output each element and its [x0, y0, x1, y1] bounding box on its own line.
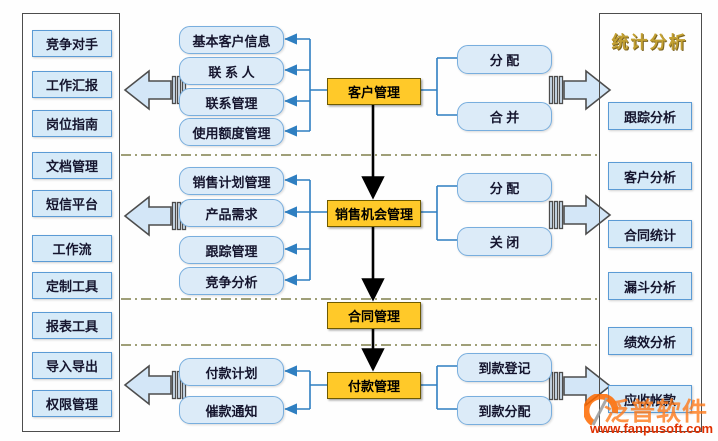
payment-left-connectors	[284, 365, 327, 415]
customer-right-connectors	[419, 57, 457, 116]
left-panel-item: 文档管理	[32, 152, 112, 179]
right-panel-item: 客户分析	[608, 162, 692, 190]
sales-sub-box: 跟踪管理	[179, 236, 284, 264]
customer-sub-box: 使用额度管理	[179, 118, 284, 146]
sales-right-connectors	[419, 185, 457, 241]
sales-sub-box: 产品需求	[179, 199, 284, 227]
watermark: 泛普软件 www.fanpusoft.com	[584, 392, 718, 440]
right-panel-item: 漏斗分析	[608, 272, 692, 300]
right-panel-item: 绩效分析	[608, 327, 692, 355]
watermark-brand: 泛普软件	[604, 398, 709, 426]
payment-sub-box: 催款通知	[179, 396, 284, 424]
right-panel-item: 跟踪分析	[608, 102, 692, 130]
flow-node-customer: 客户管理	[327, 78, 421, 105]
left-panel-item: 短信平台	[32, 190, 112, 217]
sales-sub-box: 竞争分析	[179, 267, 284, 295]
customer-action-box: 分 配	[457, 45, 552, 74]
flow-node-payment: 付款管理	[327, 372, 421, 399]
sales-left-connectors	[284, 174, 327, 286]
watermark-url: www.fanpusoft.com	[590, 421, 714, 436]
block-arrow-left-icon	[124, 196, 187, 236]
sales-action-box: 分 配	[457, 173, 552, 202]
watermark-logo-icon	[584, 394, 618, 426]
block-arrow-left-icon	[124, 70, 187, 110]
payment-right-connectors	[419, 365, 457, 410]
customer-action-box: 合 并	[457, 102, 552, 131]
customer-sub-box: 联系管理	[179, 88, 284, 116]
payment-sub-box: 付款计划	[179, 358, 284, 386]
flow-node-contract: 合同管理	[327, 302, 421, 329]
right-panel-item: 合同统计	[608, 220, 692, 248]
flow-node-sales: 销售机会管理	[327, 200, 421, 227]
customer-left-connectors	[284, 33, 327, 137]
left-panel-item: 报表工具	[32, 312, 112, 339]
left-panel-item: 竞争对手	[32, 30, 112, 57]
sales-action-box: 关 闭	[457, 227, 552, 256]
left-panel-item: 工作流	[32, 235, 112, 262]
left-panel-item: 工作汇报	[32, 71, 112, 98]
sales-sub-box: 销售计划管理	[179, 167, 284, 195]
left-panel-item: 导入导出	[32, 352, 112, 379]
left-panel-item: 定制工具	[32, 272, 112, 299]
block-arrow-left-icon	[124, 365, 187, 405]
right-panel-item: 应收帐款	[608, 385, 692, 413]
customer-sub-box: 基本客户信息	[179, 26, 284, 54]
left-tools-panel	[22, 13, 120, 432]
left-panel-item: 岗位指南	[32, 110, 112, 137]
left-panel-item: 权限管理	[32, 390, 112, 417]
right-stats-panel	[599, 13, 702, 432]
stats-panel-title: 统计分析	[611, 33, 688, 52]
payment-action-box: 到款登记	[457, 353, 552, 382]
payment-action-box: 到款分配	[457, 396, 552, 425]
customer-sub-box: 联 系 人	[179, 57, 284, 85]
